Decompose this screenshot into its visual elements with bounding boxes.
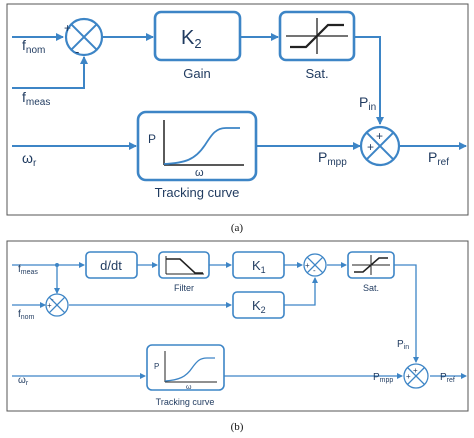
sum-junction-middle: + -: [303, 253, 327, 277]
label-omega-r: ωr: [22, 150, 37, 169]
wire-sat-to-sum2: [354, 36, 384, 125]
sum1-plus-sign: +: [64, 21, 71, 35]
tracking-curve-block-b: [146, 344, 225, 391]
sum2-top-plus: +: [376, 129, 383, 143]
k2-block: [232, 291, 285, 319]
sum2-left-plus: +: [367, 140, 374, 154]
wire-k2-to-sumM: [284, 277, 318, 306]
saturation-caption: Sat.: [305, 66, 328, 81]
label-p-mpp: Pmpp: [318, 149, 347, 168]
tracking-b-caption: Tracking curve: [156, 397, 215, 407]
tracking-b-y-axis-label: P: [154, 362, 159, 371]
tracking-curve-plot-icon: [163, 120, 244, 166]
label-b-p-in: Pin: [397, 339, 409, 351]
wire-fmeas-to-sum1: [12, 56, 88, 89]
branch-dot: [55, 263, 59, 267]
saturation-icon-b: [352, 255, 390, 275]
tracking-caption: Tracking curve: [155, 185, 240, 200]
tracking-curve-plot-icon-b: [164, 351, 217, 383]
caption-a: (a): [231, 222, 244, 234]
k1-block: [232, 251, 285, 279]
lowpass-filter-icon: [165, 256, 204, 275]
derivative-label: d/dt: [100, 258, 122, 273]
label-f-meas: fmeas: [22, 89, 50, 108]
tracking-y-axis-label: P: [148, 132, 156, 146]
label-p-in: Pin: [359, 94, 376, 113]
sumR-left-plus: +: [406, 372, 411, 381]
panel-a: fnom fmeas ωr + - K2 Gain Sat. Pin: [6, 3, 469, 216]
label-b-p-mpp: Pmpp: [373, 372, 393, 384]
tracking-x-axis-label: ω: [195, 167, 204, 179]
sumM-minus-sign: -: [313, 266, 316, 275]
label-p-ref: Pref: [428, 149, 449, 168]
saturation-icon: [286, 18, 348, 54]
label-b-omega-r: ωr: [18, 375, 29, 387]
label-b-f-nom: fnom: [18, 309, 35, 321]
sumR-top-plus: +: [413, 366, 418, 375]
panel-b: fmeas fnom ωr - + d/dt Filter K1 K2: [6, 240, 469, 412]
gain-k2-label: K2: [181, 27, 202, 51]
label-b-p-ref: Pref: [440, 372, 455, 384]
tracking-b-x-axis-label: ω: [186, 384, 192, 391]
gain-block: [153, 10, 242, 62]
derivative-block: [85, 251, 138, 279]
sum1-minus-sign: -: [75, 44, 79, 59]
saturation-caption-b: Sat.: [363, 283, 379, 293]
sumL-plus-sign: +: [47, 301, 52, 310]
gain-caption: Gain: [183, 66, 210, 81]
label-b-f-meas: fmeas: [18, 264, 38, 276]
filter-caption: Filter: [174, 283, 194, 293]
sum-junction-right: + +: [403, 363, 429, 389]
sum-junction-2: + +: [359, 125, 401, 167]
sum-junction-left: - +: [45, 293, 69, 317]
label-f-nom: fnom: [22, 37, 45, 56]
k2-label: K2: [252, 298, 266, 315]
k1-label: K1: [252, 258, 266, 275]
sumM-plus-sign: +: [305, 261, 310, 270]
caption-b: (b): [231, 421, 244, 433]
sum-junction-1: + -: [64, 17, 104, 59]
wire-sat-to-sumR: [394, 264, 419, 363]
sumL-minus-sign: -: [51, 295, 54, 304]
